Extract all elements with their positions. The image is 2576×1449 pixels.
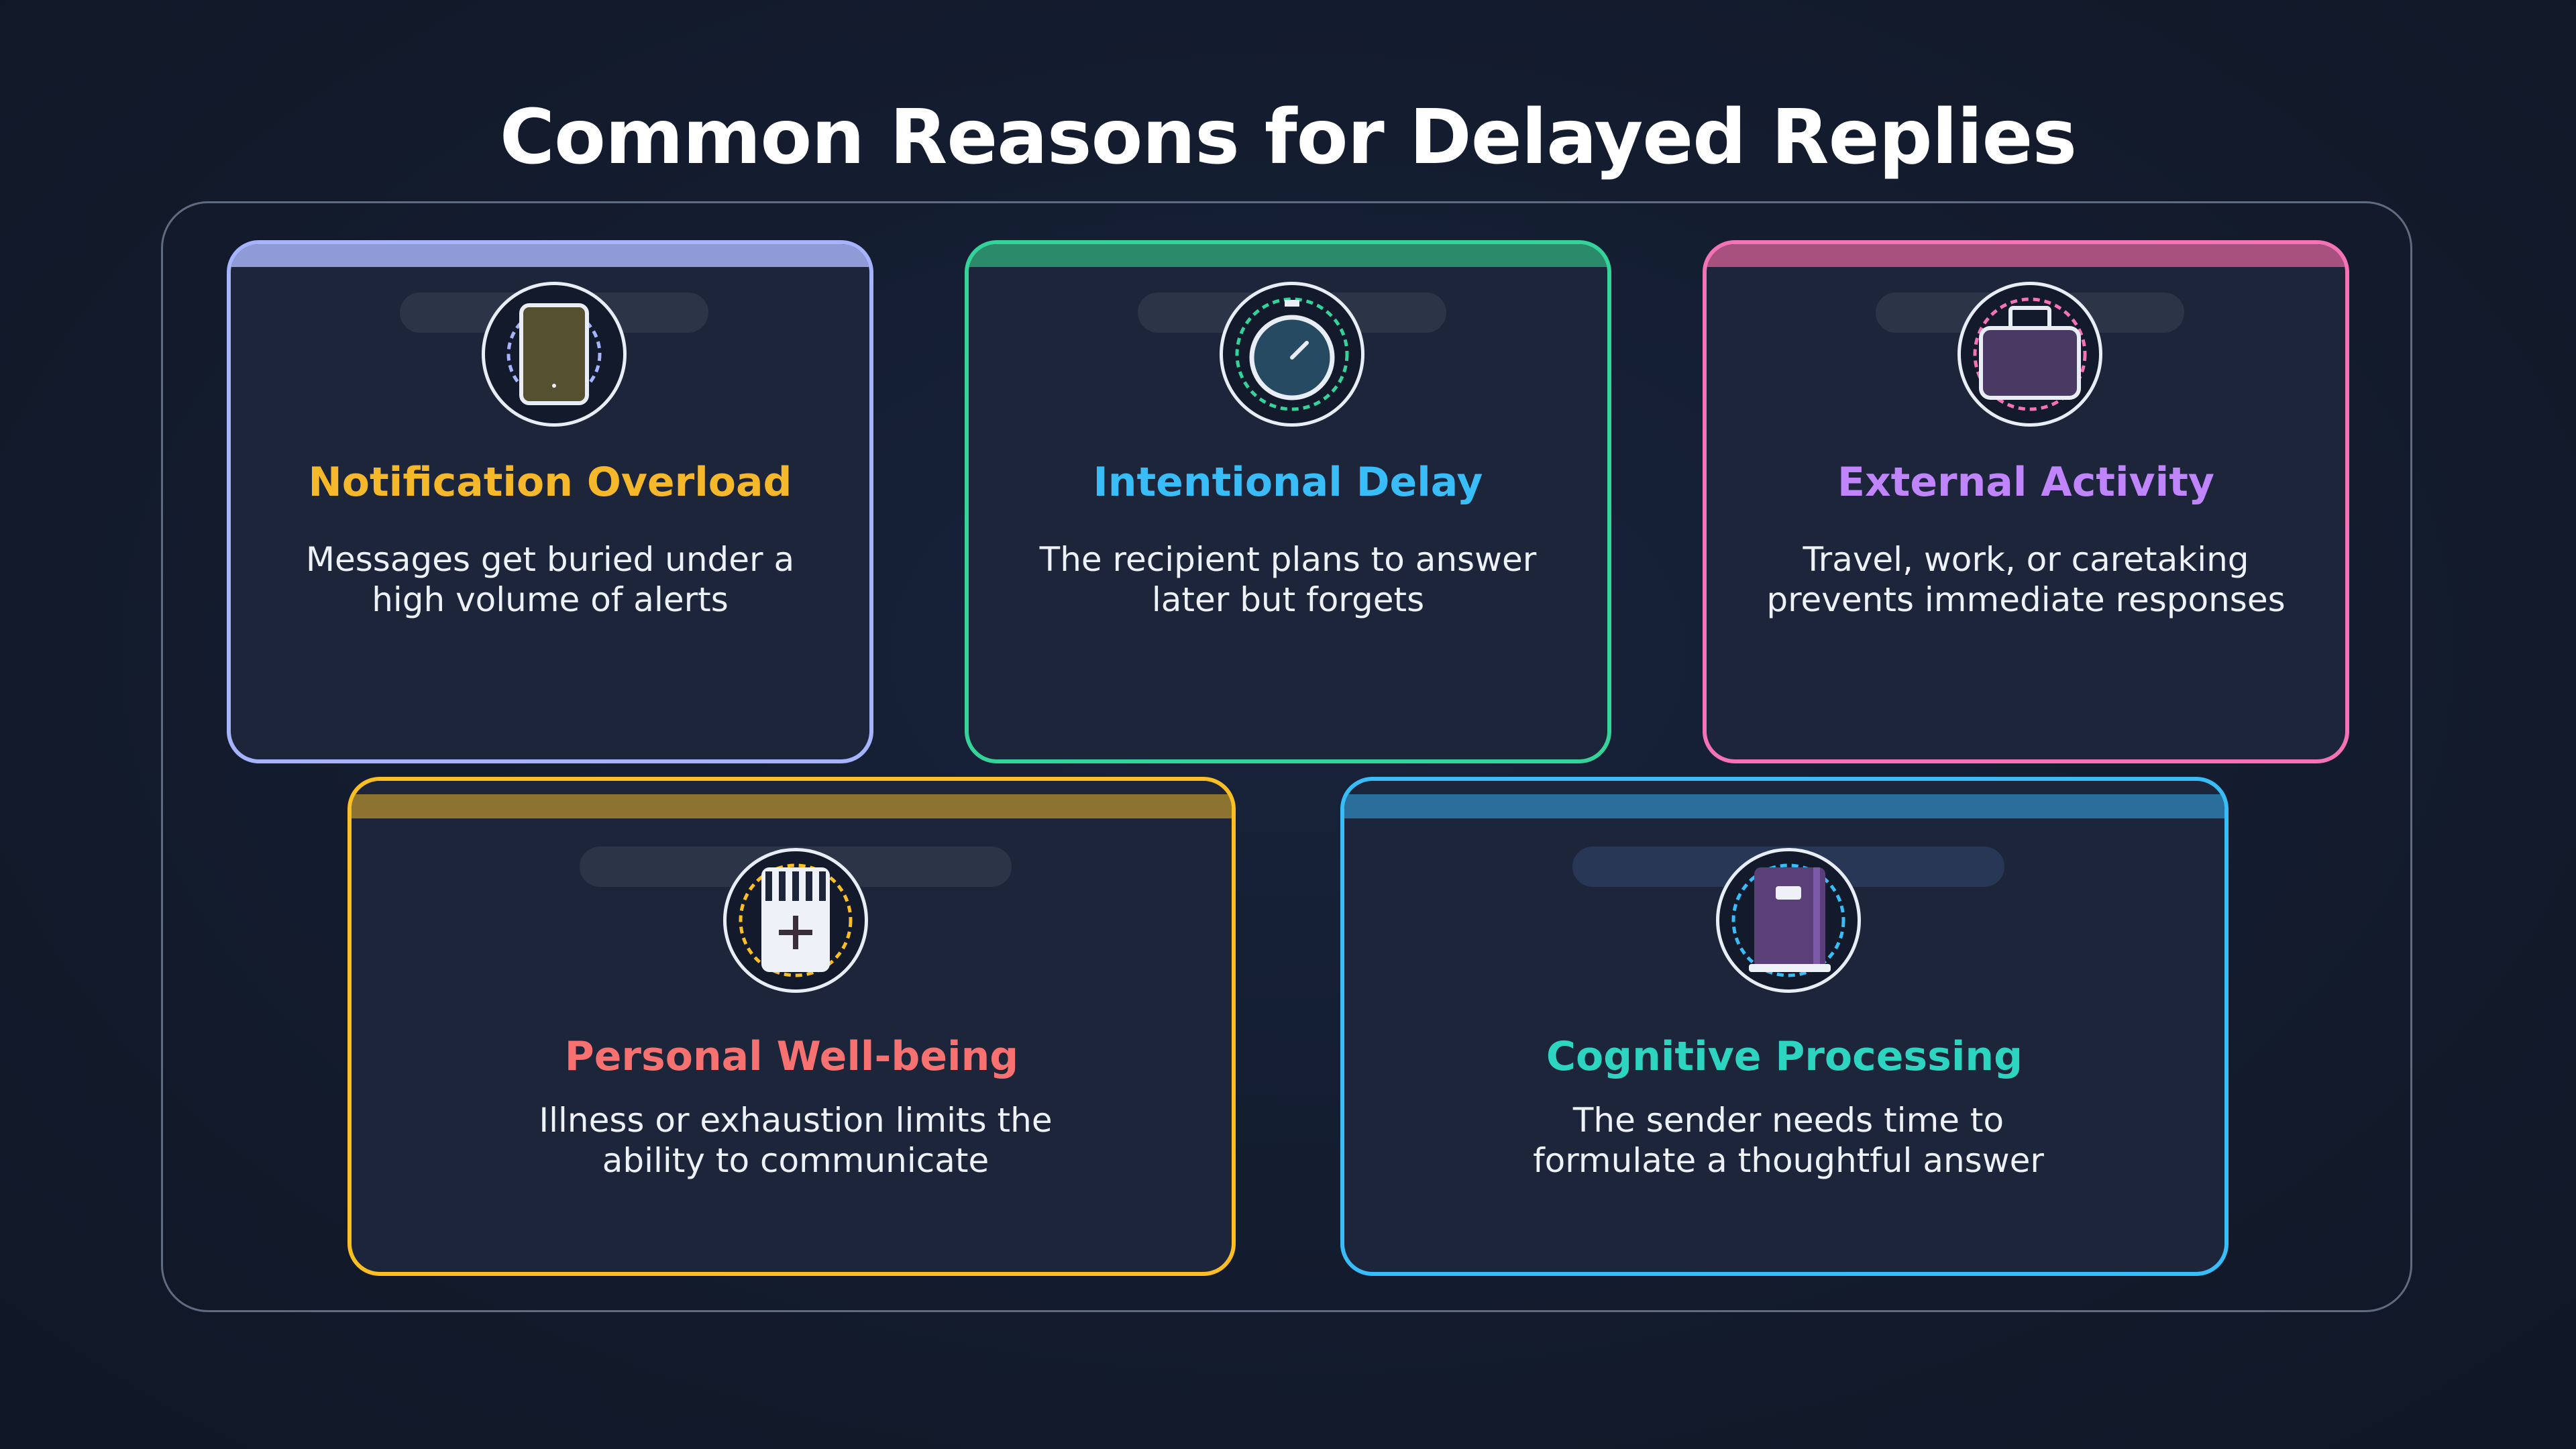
- card-top-bar: [969, 244, 1607, 267]
- briefcase-icon: [1973, 297, 2087, 411]
- icon-badge: [1220, 282, 1364, 427]
- notebook-icon: [1731, 863, 1845, 977]
- card-title: Personal Well-being: [564, 1033, 1019, 1080]
- card-cognitive-processing: Cognitive Processing The sender needs ti…: [1340, 777, 2229, 1276]
- card-external-activity: External Activity Travel, work, or caret…: [1703, 240, 2349, 763]
- phone-icon: [506, 303, 602, 405]
- card-title: Notification Overload: [308, 459, 792, 506]
- card-top-bar: [231, 244, 869, 267]
- card-description: The sender needs time to formulate a tho…: [1533, 1101, 2044, 1180]
- card-intentional-delay: Intentional Delay The recipient plans to…: [965, 240, 1611, 763]
- card-title: External Activity: [1837, 459, 2215, 506]
- card-top-bar: [1344, 794, 2224, 818]
- card-top-bar: [352, 794, 1232, 818]
- card-description: Illness or exhaustion limits the ability…: [539, 1101, 1053, 1180]
- icon-badge: [1716, 848, 1861, 993]
- card-notification-overload: Notification Overload Messages get burie…: [227, 240, 873, 763]
- icon-badge: [723, 848, 868, 993]
- card-title: Intentional Delay: [1093, 459, 1483, 506]
- card-description: The recipient plans to answer later but …: [1039, 540, 1537, 619]
- card-description: Messages get buried under a high volume …: [305, 540, 795, 619]
- card-top-bar: [1707, 244, 2345, 267]
- icon-badge: [1957, 282, 2102, 427]
- card-description: Travel, work, or caretaking prevents imm…: [1766, 540, 2286, 619]
- card-personal-well-being: Personal Well-being Illness or exhaustio…: [347, 777, 1236, 1276]
- medical-kit-icon: [739, 863, 853, 977]
- card-title: Cognitive Processing: [1546, 1033, 2023, 1080]
- icon-badge: [482, 282, 627, 427]
- stopwatch-icon: [1235, 297, 1349, 411]
- page-title: Common Reasons for Delayed Replies: [499, 94, 2077, 181]
- cards-frame: [161, 201, 2412, 1312]
